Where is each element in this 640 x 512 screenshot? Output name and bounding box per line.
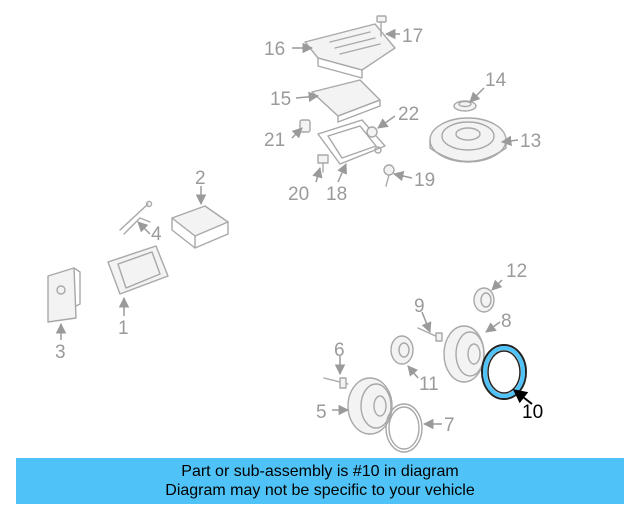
part-19-screw bbox=[383, 164, 395, 187]
part-1-control-unit bbox=[107, 245, 169, 295]
part-6-screw bbox=[323, 377, 349, 389]
part-8-speaker bbox=[443, 325, 485, 383]
callout-15: 15 bbox=[270, 89, 291, 110]
callout-11: 11 bbox=[419, 374, 439, 395]
part-12-tweeter bbox=[473, 287, 495, 313]
banner-line-2: Diagram may not be specific to your vehi… bbox=[165, 482, 475, 499]
part-9-screw bbox=[417, 327, 443, 342]
info-banner: Part or sub-assembly is #10 in diagram D… bbox=[16, 458, 624, 504]
callout-7: 7 bbox=[444, 415, 455, 436]
callout-2: 2 bbox=[195, 168, 206, 189]
callout-1: 1 bbox=[118, 318, 129, 339]
part-17-screw bbox=[376, 15, 387, 37]
part-2-module bbox=[171, 205, 229, 249]
part-5-woofer bbox=[347, 377, 393, 435]
callout-4: 4 bbox=[151, 224, 162, 245]
callout-13: 13 bbox=[520, 131, 541, 152]
part-15-bracket bbox=[311, 79, 381, 123]
part-7-ring bbox=[385, 403, 423, 453]
exploded-parts-diagram: 16 17 15 21 22 20 18 19 13 14 2 4 1 3 12… bbox=[47, 15, 543, 453]
callout-10: 10 bbox=[522, 402, 543, 423]
callout-labels: 16 17 15 21 22 20 18 19 13 14 2 4 1 3 12… bbox=[55, 26, 543, 436]
banner-line-1: Part or sub-assembly is #10 in diagram bbox=[181, 463, 459, 480]
part-21-clip bbox=[299, 119, 311, 133]
part-16-cover bbox=[304, 23, 396, 79]
callout-6: 6 bbox=[334, 340, 345, 361]
callout-21: 21 bbox=[264, 130, 285, 151]
callout-5: 5 bbox=[316, 402, 327, 423]
part-11-tweeter bbox=[390, 335, 414, 365]
leader-lines bbox=[55, 28, 533, 430]
callout-16: 16 bbox=[264, 39, 285, 60]
callout-8: 8 bbox=[501, 311, 512, 332]
callout-22: 22 bbox=[398, 104, 419, 125]
callout-20: 20 bbox=[288, 184, 309, 205]
part-3-bracket bbox=[47, 267, 81, 323]
callout-18: 18 bbox=[326, 184, 347, 205]
part-20-bolt bbox=[317, 154, 329, 173]
callout-12: 12 bbox=[506, 261, 527, 282]
callout-14: 14 bbox=[485, 70, 507, 91]
part-14-cap bbox=[453, 100, 477, 112]
callout-3: 3 bbox=[55, 342, 66, 363]
part-13-speaker bbox=[429, 117, 507, 163]
part-10-gasket bbox=[481, 344, 527, 400]
callout-17: 17 bbox=[402, 26, 423, 47]
part-4-cable bbox=[119, 200, 153, 235]
callout-9: 9 bbox=[414, 296, 425, 317]
part-22-nut bbox=[366, 126, 378, 138]
part-18-frame bbox=[317, 119, 386, 165]
callout-19: 19 bbox=[414, 170, 435, 191]
